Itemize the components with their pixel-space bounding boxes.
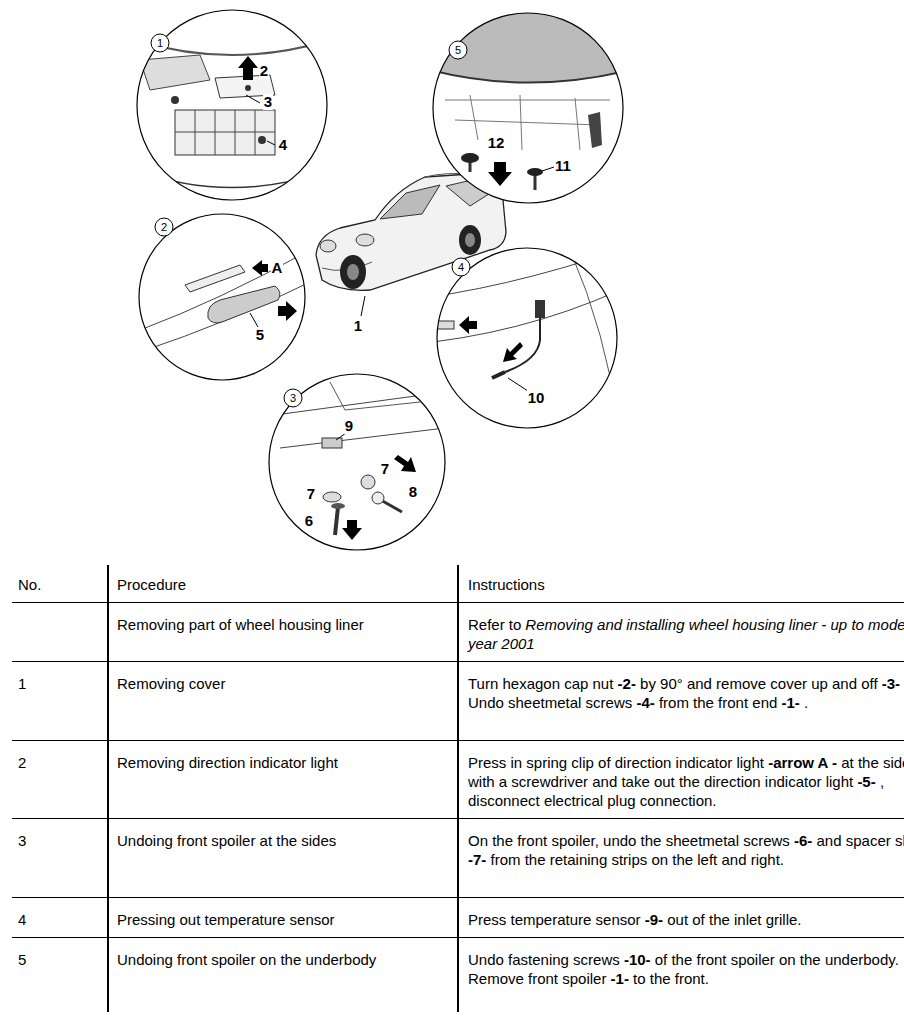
callout-number: 4 [278,137,288,153]
table-cell-text: Press in spring clip of direction indica… [468,753,904,810]
table-cell: Removing direction indicator light [108,740,458,818]
detail-index: 1 [157,37,163,49]
table-cell: Removing part of wheel housing liner [108,602,458,661]
table-cell: Procedure [108,565,458,602]
table-cell-text: Refer to [468,616,521,633]
callout-number: 9 [344,418,354,434]
table-cell-text: On the front spoiler, undo the sheetmeta… [468,831,904,869]
table-cell: 5 [12,937,108,1012]
table-body: No. Procedure InstructionsRemoving part of… [12,565,904,1012]
detail-index: 4 [458,261,464,273]
callout-number: 3 [263,94,273,110]
table-cell: Turn hexagon cap nut -2- by 90° and remo… [458,661,904,740]
table-cell-text: Removing cover [117,674,449,693]
callout-number: 6 [304,513,314,529]
table-cell-text: Undo fastening screws -10- of the front … [468,950,904,969]
column-header: No. [18,575,99,594]
header-row: No. Procedure Instructions [12,565,904,602]
table-cell-text: Removing and installing wheel housing li… [468,616,904,652]
table-cell: Instructions [458,565,904,602]
table-cell: Press in spring clip of direction indica… [458,740,904,818]
table-cell: No. [12,565,108,602]
table-row: 4 Pressing out temperature sensor Press te… [12,897,904,937]
table-cell-text: Turn hexagon cap nut -2- by 90° and remo… [468,674,904,693]
table-cell: Removing cover [108,661,458,740]
bold-reference: -1- [781,694,799,711]
table-cell-text: 2 [18,753,99,772]
table-cell: Press temperature sensor -9- out of the … [458,897,904,937]
callout-number: 12 [487,135,506,151]
callout-number: A [271,260,284,276]
callout-number: 10 [527,390,546,406]
table-row: Removing part of wheel housing liner Refe… [12,602,904,661]
bold-reference: -9- [645,911,663,928]
illustration [0,0,904,560]
callout-number: 1 [353,318,363,334]
callout-number: 7 [380,461,390,477]
table-cell-text: 4 [18,910,99,929]
table-cell [12,602,108,661]
table-cell: On the front spoiler, undo the sheetmeta… [458,818,904,897]
label-layer: 1234512112A51410397876 [0,0,904,560]
column-header: Instructions [468,575,904,594]
bold-reference: -arrow A - [768,754,837,771]
bold-reference: -5- [857,773,875,790]
table-cell-text: Undo sheetmetal screws -4- from the fron… [468,693,904,712]
table-cell-text: 1 [18,674,99,693]
table-row: 3 Undoing front spoiler at the sides On th… [12,818,904,897]
callout-number: 2 [259,63,269,79]
column-header: Procedure [117,575,449,594]
table-cell-text: Undoing front spoiler at the sides [117,831,449,850]
table-cell: 4 [12,897,108,937]
table-row: 5 Undoing front spoiler on the underbody U… [12,937,904,1012]
detail-index: 2 [161,221,167,233]
detail-index: 5 [455,44,461,56]
table-cell: Refer toRemoving and installing wheel ho… [458,602,904,661]
table-cell-text: Remove front spoiler -1- to the front. [468,969,904,988]
table-row: 2 Removing direction indicator light Press… [12,740,904,818]
table-cell: Pressing out temperature sensor [108,897,458,937]
bold-reference: -1- [611,970,629,987]
bold-reference: -2- [618,675,636,692]
table-cell: Undoing front spoiler on the underbody [108,937,458,1012]
procedure-table: No. Procedure InstructionsRemoving part of… [12,565,904,1012]
table-cell-text: 3 [18,831,99,850]
callout-number: 5 [255,327,265,343]
callout-number: 11 [554,158,572,174]
detail-index: 3 [290,392,296,404]
table-cell-text: Undoing front spoiler on the underbody [117,950,449,969]
bold-reference: -3- [882,675,900,692]
table-cell: Undo fastening screws -10- of the front … [458,937,904,1012]
table-cell: 3 [12,818,108,897]
table-cell: 2 [12,740,108,818]
callout-number: 7 [306,486,316,502]
table-row: 1 Removing cover Turn hexagon cap nut -2- … [12,661,904,740]
callout-number: 8 [408,484,418,500]
bold-reference: -4- [636,694,654,711]
bold-reference: -6- [794,832,812,849]
table-cell-text: Pressing out temperature sensor [117,910,449,929]
table-cell-text: Press temperature sensor -9- out of the … [468,910,904,929]
table-cell-text: 5 [18,950,99,969]
table-cell: Undoing front spoiler at the sides [108,818,458,897]
bold-reference: -7- [468,851,486,868]
table-cell-text: Removing direction indicator light [117,753,449,772]
bold-reference: -10- [624,951,651,968]
table-cell: 1 [12,661,108,740]
table-cell-text: Removing part of wheel housing liner [117,615,449,634]
